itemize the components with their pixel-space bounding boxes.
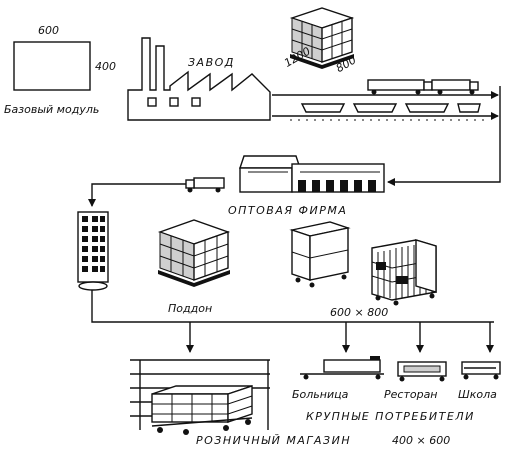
truck-small-cab xyxy=(185,179,195,189)
restaurant-cart-panel xyxy=(403,365,441,373)
factory-building xyxy=(127,37,271,121)
train-car-3 xyxy=(404,103,450,113)
wholesale-label: ОПТОВАЯ ФИРМА xyxy=(228,204,347,217)
retail-store-label: РОЗНИЧНЫЙ МАГАЗИН xyxy=(196,434,351,447)
pallet-mid-base xyxy=(158,270,230,287)
wholesale-roof xyxy=(239,155,301,169)
hospital-cart-handle xyxy=(370,356,380,360)
truck-convoy xyxy=(367,79,479,95)
retail-shelves: РОЗНИЧНЫЙ МАГАЗИН xyxy=(130,359,351,447)
hospital-cart-body xyxy=(323,359,381,373)
school-cart: Школа xyxy=(458,361,501,401)
factory-window-1 xyxy=(147,97,157,107)
truck-wheel xyxy=(215,187,221,193)
roll-cage: 600 × 800 xyxy=(330,239,437,319)
train xyxy=(300,103,481,113)
restaurant-cart: Ресторан xyxy=(384,361,447,401)
train-car-2 xyxy=(352,103,398,113)
flow-to-rack xyxy=(88,183,186,207)
truck-wheel xyxy=(415,89,421,95)
school-cart-wheel xyxy=(493,374,499,380)
cage-box-1 xyxy=(376,262,386,270)
retail-cart-wheel xyxy=(245,419,251,425)
retail-cart-side xyxy=(227,385,253,423)
box-wheel xyxy=(309,282,315,288)
retail-cart-wheel xyxy=(223,425,229,431)
tall-rack-base xyxy=(78,281,108,291)
truck-cab-1 xyxy=(423,81,433,91)
train-car-4 xyxy=(457,103,481,113)
tall-rack-cells xyxy=(82,216,105,272)
restaurant-cart-wheel xyxy=(439,376,445,382)
train-car-1 xyxy=(300,103,346,113)
truck-trailer-1 xyxy=(367,79,425,91)
truck-wheel xyxy=(371,89,377,95)
truck-wheel xyxy=(437,89,443,95)
base-module-rect xyxy=(13,41,91,91)
truck-small-trailer xyxy=(193,177,225,189)
truck-trailer-2 xyxy=(431,79,471,91)
box-wheel xyxy=(341,274,347,280)
module-width-label: 600 xyxy=(38,24,59,37)
school-label: Школа xyxy=(458,388,497,401)
restaurant-cart-wheel xyxy=(399,376,405,382)
wholesale-doors xyxy=(298,180,376,192)
hospital-cart-wheel xyxy=(375,374,381,380)
truck-wheel xyxy=(469,89,475,95)
pallet-top: 1200 800 xyxy=(282,7,358,75)
retail-cart-wheel xyxy=(157,427,163,433)
cage-side xyxy=(415,239,437,293)
cage-wheel xyxy=(429,293,435,299)
retail-cart-grid xyxy=(152,394,253,422)
retail-cart-body xyxy=(151,393,229,423)
box-wheel xyxy=(295,277,301,283)
factory-window-3 xyxy=(191,97,201,107)
pallet-grid xyxy=(291,21,353,59)
size-600x800-label: 600 × 800 xyxy=(330,306,388,319)
pallet-middle: Поддон xyxy=(157,219,231,315)
retail-cart-wheel xyxy=(183,429,189,435)
box-divider xyxy=(291,249,349,259)
box-container xyxy=(289,221,351,288)
size-400x600-label: 400 × 600 xyxy=(392,434,450,447)
factory-window-2 xyxy=(169,97,179,107)
flow-to-wholesale xyxy=(387,86,501,186)
factory-label: ЗАВОД xyxy=(188,56,235,69)
module-height-label: 400 xyxy=(95,60,116,73)
pallet-mid-grid xyxy=(159,236,229,276)
pallet-label: Поддон xyxy=(168,302,212,315)
school-cart-wheel xyxy=(463,374,469,380)
cage-wheel xyxy=(375,295,381,301)
large-consumers-label: КРУПНЫЕ ПОТРЕБИТЕЛИ xyxy=(306,410,475,423)
factory: ЗАВОД xyxy=(127,37,271,121)
hospital-cart-wheel xyxy=(303,374,309,380)
retail-cart-handle xyxy=(151,417,253,427)
cage-wheel xyxy=(393,300,399,306)
wholesale-building: ОПТОВАЯ ФИРМА xyxy=(228,155,385,217)
hospital-label: Больница xyxy=(292,388,349,401)
restaurant-label: Ресторан xyxy=(384,388,438,401)
base-module: 600 400 Базовый модуль xyxy=(4,24,116,116)
base-module-label: Базовый модуль xyxy=(4,103,99,116)
truck-small xyxy=(185,177,225,193)
truck-cab-2 xyxy=(469,81,479,91)
truck-wheel xyxy=(187,187,193,193)
tall-rack xyxy=(77,211,109,291)
flow-main xyxy=(91,290,494,323)
pallet-base xyxy=(290,54,354,69)
cage-box-2 xyxy=(396,276,408,284)
hospital-cart: Больница xyxy=(292,356,384,401)
